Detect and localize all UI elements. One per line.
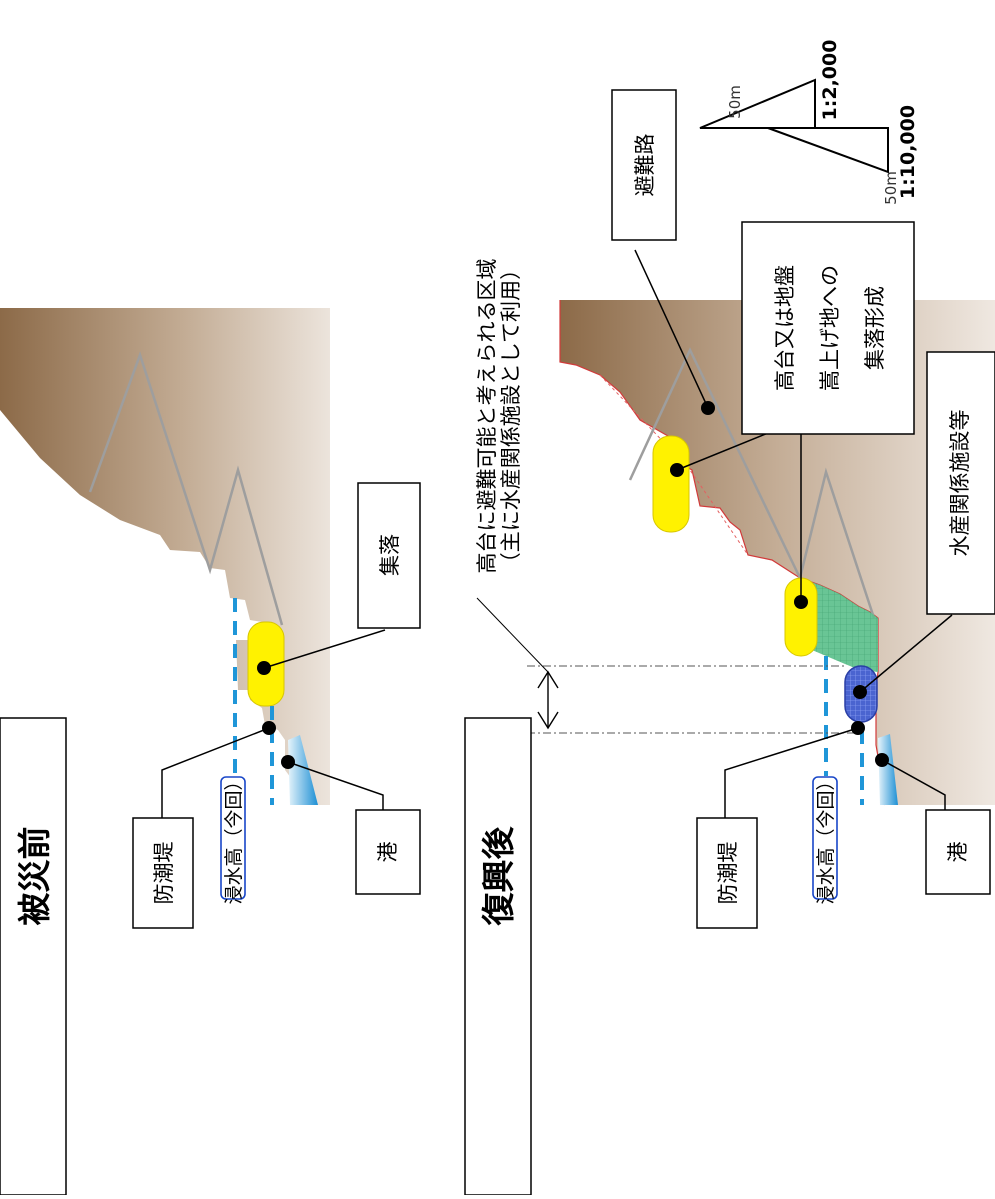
after-route-box xyxy=(611,89,677,241)
after-note-line1: 高台に避難可能と考えられる区域 xyxy=(475,259,499,574)
after-flood-box xyxy=(812,776,838,900)
after-port-box xyxy=(925,809,991,895)
after-original-slope xyxy=(599,374,749,556)
after-port-leader xyxy=(881,759,946,810)
before-settlement-box xyxy=(357,482,421,629)
after-hill-leader xyxy=(676,432,769,471)
scale-legend: 50m 1:2,000 50m 1:10,000 xyxy=(699,40,919,205)
before-seawall-label: 防潮堤 xyxy=(152,842,176,905)
after-port-water xyxy=(878,734,898,805)
after-note-leader xyxy=(476,597,549,673)
after-range-arrow-head-bottom xyxy=(537,711,559,730)
before-port-leader xyxy=(287,761,384,810)
scale-vertical-length: 50m xyxy=(726,85,744,119)
before-panel: 集落 防潮堤 浸水高（今回） 港 被災前 xyxy=(0,308,421,1196)
after-seawall-leader xyxy=(724,727,859,818)
after-route-label: 避難路 xyxy=(633,134,657,197)
after-raised-ground xyxy=(800,578,878,672)
before-seawall-box xyxy=(132,817,194,929)
scale-vertical-ratio: 1:2,000 xyxy=(819,40,841,121)
before-mountain-outline xyxy=(88,351,284,626)
after-highland-line3: 集落形成 xyxy=(863,286,887,370)
scale-vertical-triangle xyxy=(699,78,816,129)
before-port-water xyxy=(288,735,318,805)
after-fishery-box xyxy=(926,351,995,615)
after-fishery-leader xyxy=(859,614,953,693)
scale-horizontal-length: 50m xyxy=(882,171,900,205)
after-panel: 高台に避難可能と考えられる区域 （主に水産関係施設として利用） 避難路 高台又は… xyxy=(464,89,995,1196)
scale-horizontal-triangle xyxy=(767,127,889,174)
before-seawall-leader xyxy=(161,727,270,818)
before-port-label: 港 xyxy=(376,842,400,863)
after-seawall-box xyxy=(696,817,758,929)
before-port-box xyxy=(355,809,421,895)
after-title-box xyxy=(464,717,532,1196)
before-settlement-label: 集落 xyxy=(378,534,402,576)
after-title: 復興後 xyxy=(479,826,518,927)
before-flood-label: 浸水高（今回） xyxy=(223,771,245,904)
after-seawall-label: 防潮堤 xyxy=(716,842,740,905)
before-settlement-leader xyxy=(263,629,386,669)
after-port-label: 港 xyxy=(946,842,970,863)
before-flood-box xyxy=(220,776,246,900)
after-note-line2: （主に水産関係施設として利用） xyxy=(499,259,523,573)
scale-horizontal-ratio: 1:10,000 xyxy=(897,105,919,199)
after-highland-line1: 高台又は地盤 xyxy=(773,265,797,391)
after-route-leader xyxy=(634,249,709,409)
after-highland-box xyxy=(741,221,915,435)
before-title: 被災前 xyxy=(15,827,54,926)
after-fishery-label: 水産関係施設等 xyxy=(948,410,972,557)
after-highland-line2: 嵩上げ地への xyxy=(818,265,842,391)
after-flood-label: 浸水高（今回） xyxy=(815,771,837,904)
before-title-box xyxy=(0,717,67,1196)
after-hill-settlement xyxy=(652,435,690,533)
